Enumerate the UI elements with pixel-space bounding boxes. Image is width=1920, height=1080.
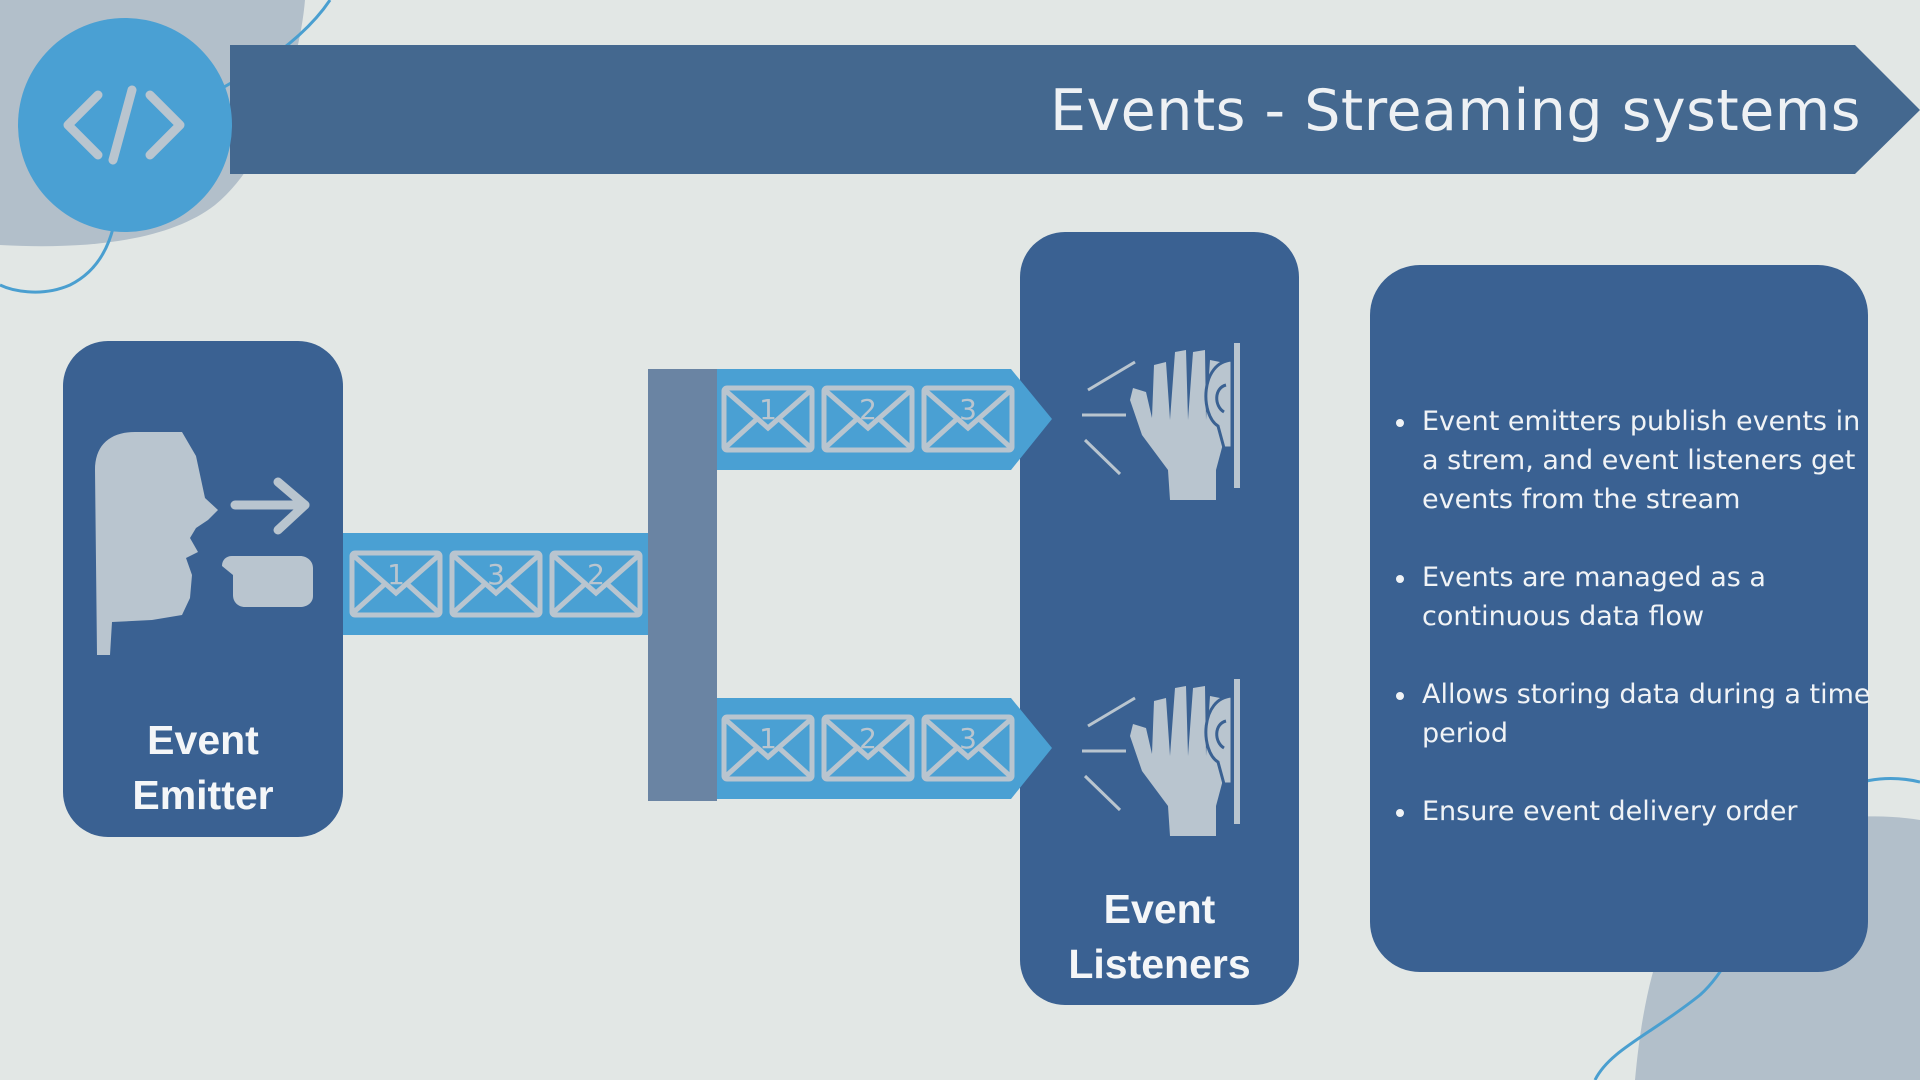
emitter-label-line: Emitter <box>132 772 274 818</box>
input-stream-band <box>343 533 648 635</box>
emitter-label: Event Emitter <box>63 713 343 823</box>
message-number: 3 <box>487 558 505 591</box>
list-item: Allows storing data during a time period <box>1388 675 1874 753</box>
message-number: 3 <box>959 722 977 755</box>
message-number: 1 <box>759 722 777 755</box>
feature-list: Event emitters publish events in a strem… <box>1388 402 1874 831</box>
list-item: Ensure event delivery order <box>1388 792 1874 831</box>
message-number: 1 <box>387 558 405 591</box>
page-title: Events - Streaming systems <box>1049 78 1861 144</box>
listeners-label-line: Listeners <box>1068 941 1251 987</box>
output-stream-top <box>717 369 1052 470</box>
emitter-label-line: Event <box>147 717 259 763</box>
info-card <box>1370 265 1868 972</box>
message-number: 2 <box>587 558 605 591</box>
list-item: Event emitters publish events in a strem… <box>1388 402 1874 519</box>
message-number: 1 <box>759 393 777 426</box>
code-icon <box>63 85 185 165</box>
title-banner <box>230 45 1920 174</box>
output-stream-bottom <box>717 698 1052 799</box>
listeners-label-line: Event <box>1103 886 1216 932</box>
stream-broker-bar <box>648 369 717 801</box>
message-number: 2 <box>859 393 877 426</box>
listeners-label: Event Listeners <box>1020 882 1299 992</box>
speaking-head-icon <box>95 432 313 655</box>
message-number: 3 <box>959 393 977 426</box>
list-item: Events are managed as a continuous data … <box>1388 558 1874 636</box>
message-number: 2 <box>859 722 877 755</box>
